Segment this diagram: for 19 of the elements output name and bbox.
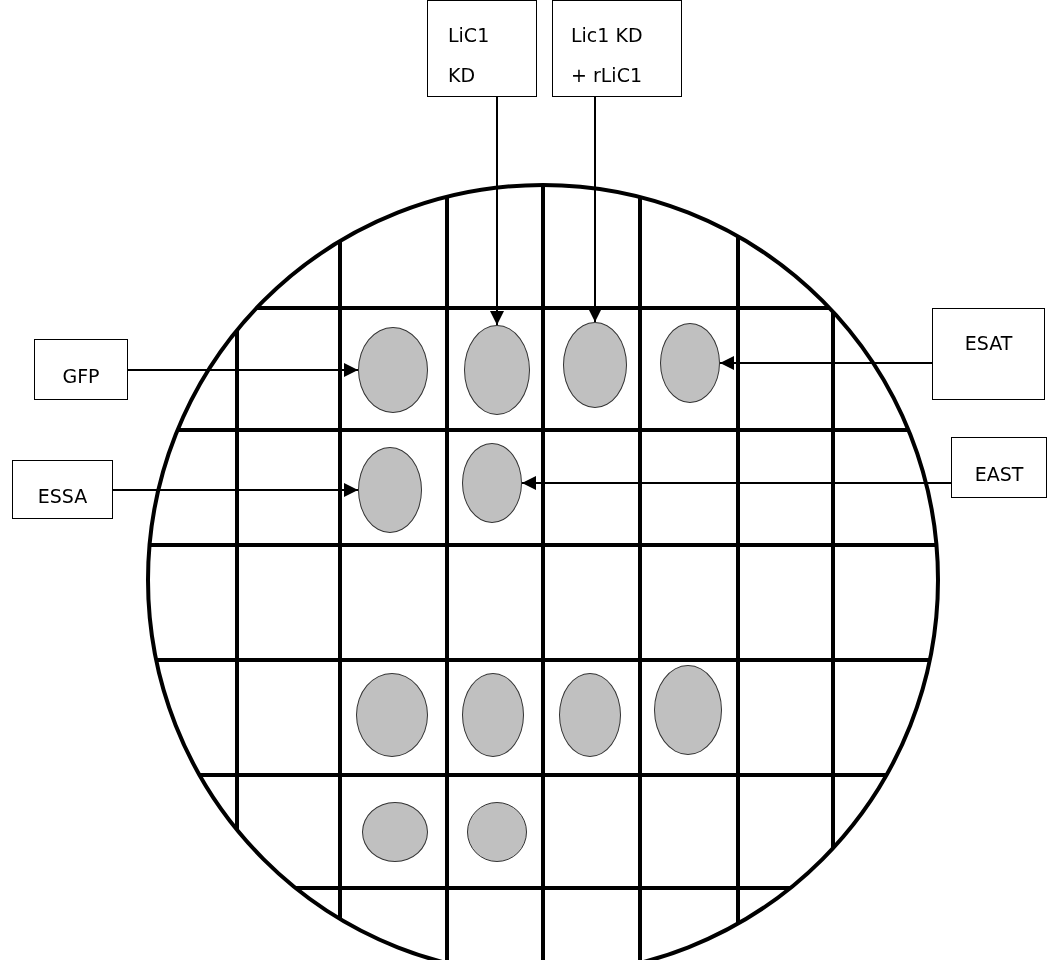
label-box [427,0,537,97]
label-box [552,0,682,97]
leader-arrow [490,96,504,326]
leader-arrow [112,483,359,497]
label-box [34,339,128,400]
label-text: ESAT [963,331,1014,356]
label-text: GFP [61,364,101,389]
label-box [951,437,1047,498]
label-text: EAST [973,462,1025,487]
leader-arrow [719,356,933,370]
leader-arrow [588,96,602,323]
label-text: ESSA [36,484,89,509]
label-text: LiC1 KD [448,23,491,88]
label-box [12,460,113,519]
leader-arrow [521,476,952,490]
leader-arrow [127,363,359,377]
colony-spot [467,802,527,862]
label-text: Lic1 KD + rLiC1 [571,23,644,88]
label-box [932,308,1045,400]
